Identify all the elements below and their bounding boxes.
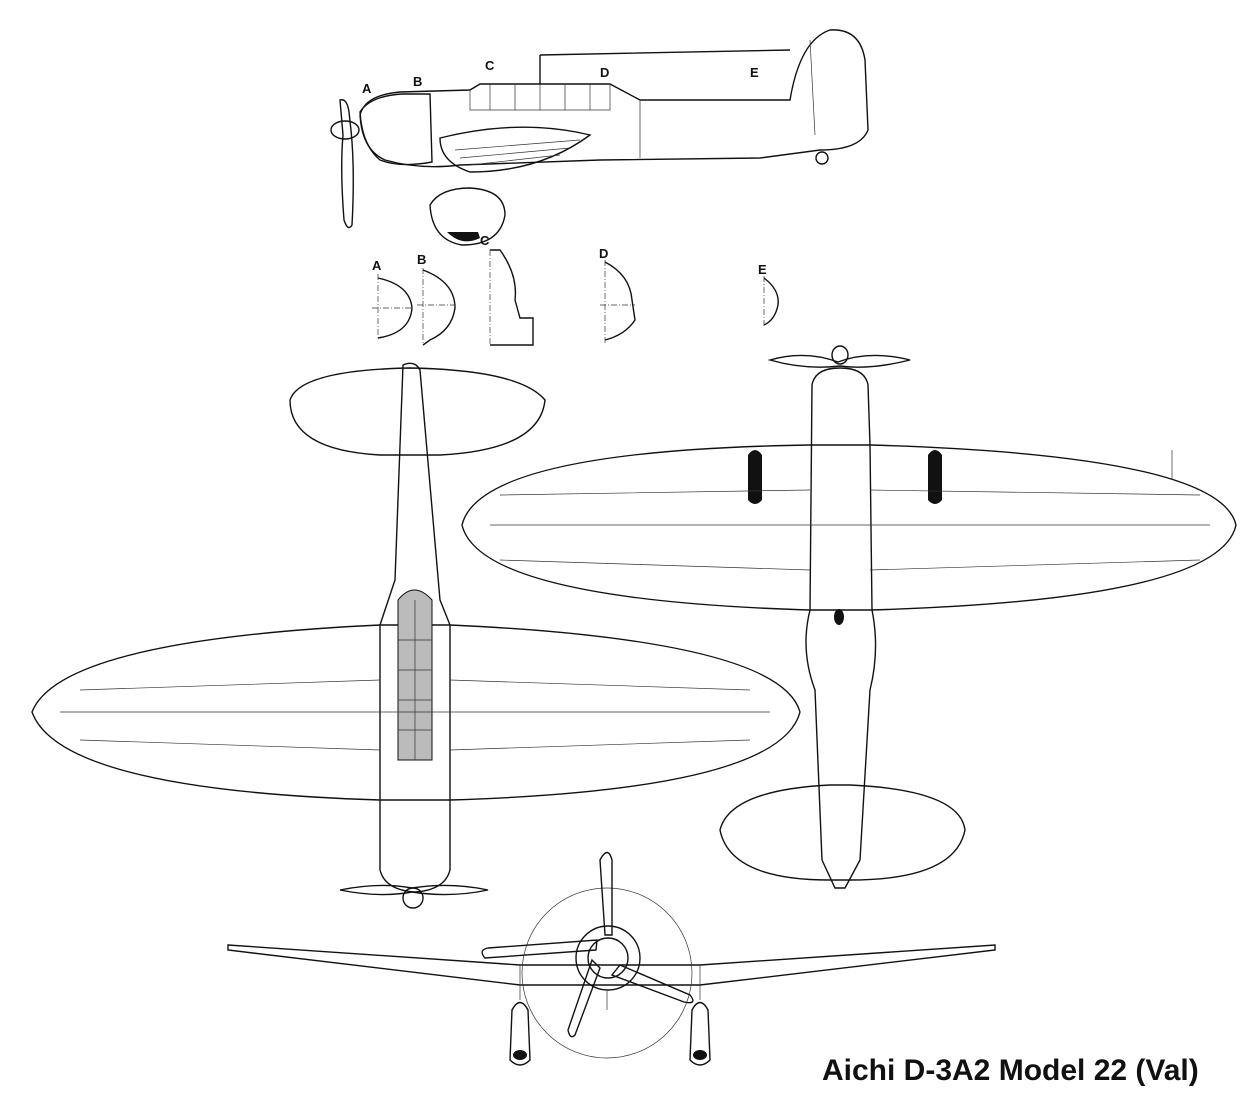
section-label-a: A: [372, 258, 382, 273]
section-label-c: C: [480, 233, 490, 248]
section-label-e: E: [758, 262, 767, 277]
station-label-d: D: [600, 65, 609, 80]
drawing-title: Aichi D-3A2 Model 22 (Val): [822, 1054, 1199, 1087]
section-label-d: D: [599, 246, 608, 261]
top-view: [31, 362, 801, 909]
front-view: [227, 851, 996, 1066]
bottom-view: [461, 345, 1237, 889]
side-view: A B C D E: [330, 29, 869, 246]
station-label-a: A: [362, 81, 372, 96]
station-label-e: E: [750, 65, 759, 80]
station-label-b: B: [413, 74, 422, 89]
cross-sections: A B C D E: [372, 233, 779, 346]
station-label-c: C: [485, 58, 495, 73]
section-label-b: B: [417, 252, 426, 267]
